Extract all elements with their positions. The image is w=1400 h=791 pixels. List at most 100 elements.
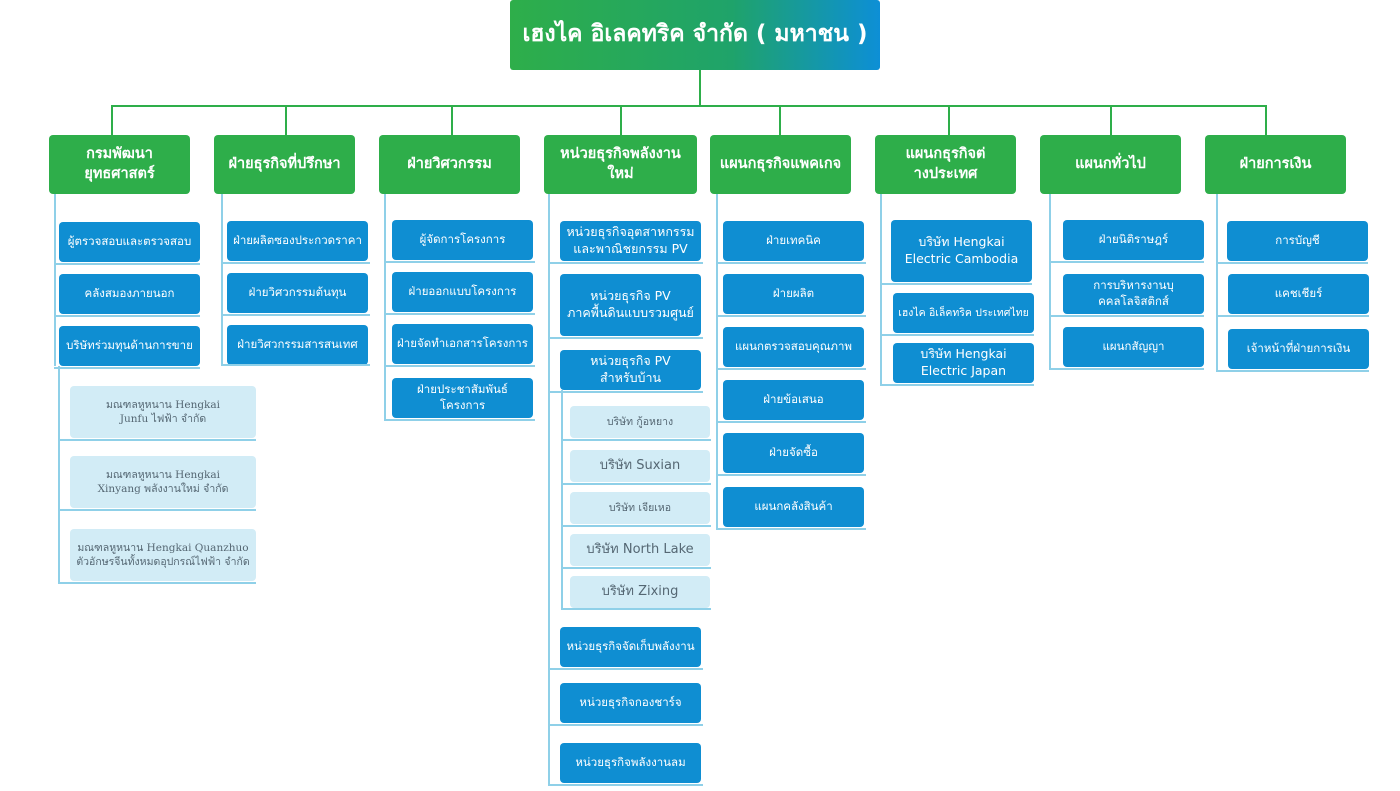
drop-6 xyxy=(948,105,950,135)
spine-3 xyxy=(384,194,386,420)
ul xyxy=(716,528,866,530)
sub-quality: แผนกตรวจสอบคุณภาพ xyxy=(723,327,864,367)
sub-auditor: ผู้ตรวจสอบและตรวจสอบ xyxy=(59,222,200,262)
sub-project-docs: ฝ่ายจัดทำเอกสารโครงการ xyxy=(392,324,533,364)
ul xyxy=(54,315,200,317)
ul xyxy=(58,439,256,441)
sub-wind: หน่วยธุรกิจพลังงานลม xyxy=(560,743,701,783)
dept-consulting: ฝ่ายธุรกิจที่ปรึกษา xyxy=(214,135,355,194)
ul xyxy=(548,262,703,264)
spine-4b xyxy=(561,390,563,608)
sub-thailand: เฮงไค อิเล็คทริค ประเทศไทย xyxy=(893,293,1034,333)
ul xyxy=(716,262,866,264)
spine-8 xyxy=(1216,194,1218,371)
sub-think-tank: คลังสมองภายนอก xyxy=(59,274,200,314)
ul xyxy=(58,582,256,584)
ul xyxy=(716,474,866,476)
sub-cost-eng: ฝ่ายวิศวกรรมต้นทุน xyxy=(227,273,368,313)
ul xyxy=(561,483,711,485)
ul xyxy=(1216,262,1368,264)
ul xyxy=(880,384,1034,386)
ul xyxy=(548,337,703,339)
sub-proposal: ฝ่ายข้อเสนอ xyxy=(723,380,864,420)
ul xyxy=(716,315,866,317)
sub-cashier: แคชเชียร์ xyxy=(1228,274,1369,314)
sub-purchasing: ฝ่ายจัดซื้อ xyxy=(723,433,864,473)
sub-home-pv: หน่วยธุรกิจ PV สำหรับบ้าน xyxy=(560,350,701,390)
sub-warehouse: แผนกคลังสินค้า xyxy=(723,487,864,527)
ul xyxy=(880,283,1032,285)
ul xyxy=(1049,315,1204,317)
pale-zixing: บริษัท Zixing xyxy=(570,576,710,608)
spine-5 xyxy=(716,194,718,528)
ul xyxy=(58,509,256,511)
drop-3 xyxy=(451,105,453,135)
sub-project-manager: ผู้จัดการโครงการ xyxy=(392,220,533,260)
sub-finance-staff: เจ้าหน้าที่ฝ่ายการเงิน xyxy=(1228,329,1369,369)
dept-general: แผนกทั่วไป xyxy=(1040,135,1181,194)
sub-legal: ฝ่ายนิติราษฎร์ xyxy=(1063,220,1204,260)
pale-north-lake: บริษัท North Lake xyxy=(570,534,710,566)
ul xyxy=(384,365,535,367)
ul xyxy=(54,263,200,265)
bus-line xyxy=(111,105,1267,107)
spine-1b xyxy=(58,366,60,582)
ul xyxy=(384,419,535,421)
ul xyxy=(716,421,866,423)
sub-contracts: แผนกสัญญา xyxy=(1063,327,1204,367)
ul xyxy=(1049,261,1204,263)
drop-4 xyxy=(620,105,622,135)
ul xyxy=(548,391,703,393)
drop-7 xyxy=(1110,105,1112,135)
dept-overseas: แผนกธุรกิจต่ างประเทศ xyxy=(875,135,1016,194)
ul xyxy=(880,334,1034,336)
sub-ci-pv: หน่วยธุรกิจอุตสาหกรรม และพาณิชยกรรม PV xyxy=(560,221,701,261)
ul xyxy=(548,724,703,726)
dept-engineering: ฝ่ายวิศวกรรม xyxy=(379,135,520,194)
sub-production: ฝ่ายผลิต xyxy=(723,274,864,314)
ul xyxy=(561,439,711,441)
sub-hr-logistics: การบริหารงานบุ คคลโลจิสติกส์ xyxy=(1063,274,1204,314)
sub-bid-docs: ฝ่ายผลิตซองประกวดราคา xyxy=(227,221,368,261)
spine-2 xyxy=(221,194,223,364)
pale-xinyang: มณฑลหูหนาน Hengkai Xinyang พลังงานใหม่ จ… xyxy=(70,456,256,508)
ul xyxy=(221,364,370,366)
drop-1 xyxy=(111,105,113,135)
sub-cambodia: บริษัท Hengkai Electric Cambodia xyxy=(891,220,1032,282)
ul xyxy=(384,313,535,315)
sub-project-design: ฝ่ายออกแบบโครงการ xyxy=(392,272,533,312)
ul xyxy=(1216,370,1369,372)
ul xyxy=(561,525,711,527)
sub-technical: ฝ่ายเทคนิค xyxy=(723,221,864,261)
ul xyxy=(548,668,703,670)
sub-project-pr: ฝ่ายประชาสัมพันธ์โครงการ xyxy=(392,378,533,418)
drop-5 xyxy=(779,105,781,135)
ul xyxy=(221,314,370,316)
spine-7 xyxy=(1049,194,1051,369)
dept-package: แผนกธุรกิจแพคเกจ xyxy=(710,135,851,194)
spine-1 xyxy=(54,194,56,366)
trunk-line xyxy=(699,70,701,106)
ul xyxy=(221,262,370,264)
root-company: เฮงไค อิเลคทริค จำกัด ( มหาชน ) xyxy=(510,0,880,70)
spine-6 xyxy=(880,194,882,384)
sub-accounting: การบัญชี xyxy=(1227,221,1368,261)
sub-ground-pv: หน่วยธุรกิจ PV ภาคพื้นดินแบบรวมศูนย์ xyxy=(560,274,701,336)
dept-finance: ฝ่ายการเงิน xyxy=(1205,135,1346,194)
pale-quanzhuo: มณฑลหูหนาน Hengkai Quanzhuo ตัวอักษรจีนท… xyxy=(70,529,256,581)
drop-8 xyxy=(1265,105,1267,135)
dept-new-energy: หน่วยธุรกิจพลังงานใหม่ xyxy=(544,135,697,194)
dept-strategy: กรมพัฒนายุทธศาสตร์ xyxy=(49,135,190,194)
spine-4 xyxy=(548,194,550,784)
sub-energy-storage: หน่วยธุรกิจจัดเก็บพลังงาน xyxy=(560,627,701,667)
sub-japan: บริษัท Hengkai Electric Japan xyxy=(893,343,1034,383)
ul xyxy=(716,368,866,370)
drop-2 xyxy=(285,105,287,135)
ul xyxy=(1216,315,1369,317)
ul xyxy=(561,608,711,610)
pale-suxian: บริษัท Suxian xyxy=(570,450,710,482)
pale-guyang: บริษัท กู้อหยาง xyxy=(570,406,710,438)
pale-junfu: มณฑลหูหนาน Hengkai Junfu ไฟฟ้า จำกัด xyxy=(70,386,256,438)
sub-info-eng: ฝ่ายวิศวกรรมสารสนเทศ xyxy=(227,325,368,365)
